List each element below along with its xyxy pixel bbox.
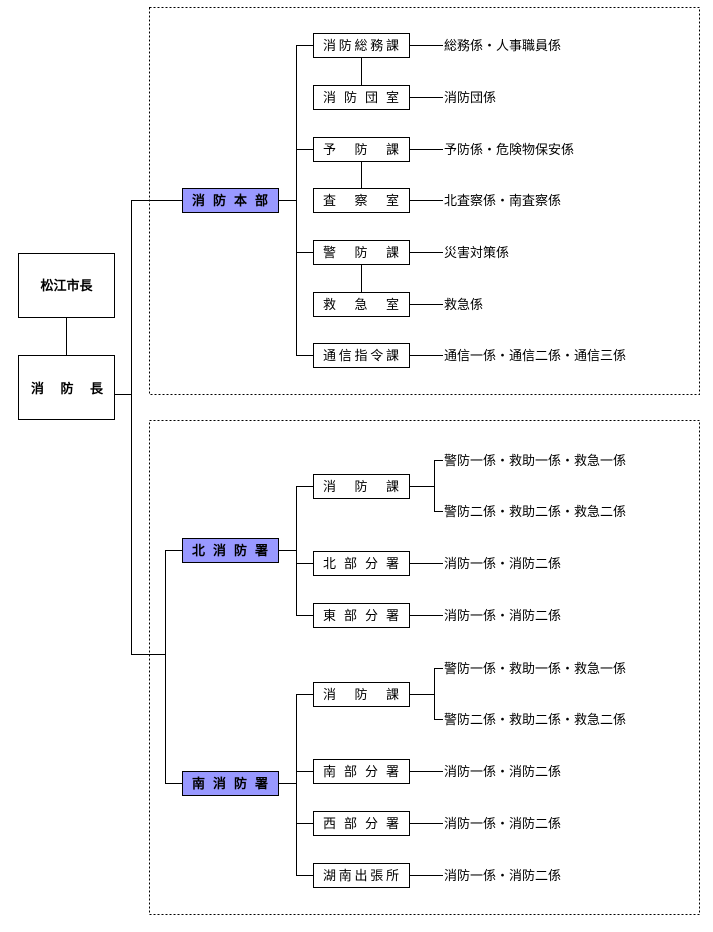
south-unit-shoubou: 消防課 <box>313 682 410 707</box>
section-label: 救急係 <box>444 297 483 313</box>
section-label: 警防一係・救助一係・救急一係 <box>444 661 626 677</box>
hq-sections: 総務係・人事職員係 消防団係 予防係・危険物保安係 北査察係・南査察係 災害対策… <box>444 39 626 364</box>
headquarters-box: 消防本部 <box>182 188 279 213</box>
south-unit-nanbu: 南部分署 <box>313 759 410 784</box>
section-label: 予防係・危険物保安係 <box>444 142 574 158</box>
unit-label: 湖南出張所 <box>323 868 399 884</box>
section-label: 消防一係・消防二係 <box>444 764 561 780</box>
south-unit-seibu: 西部分署 <box>313 811 410 836</box>
unit-label: 消防総務課 <box>323 38 399 54</box>
unit-kyuukyuu: 救急室 <box>313 292 410 317</box>
north-unit-toubu: 東部分署 <box>313 603 410 628</box>
unit-label: 消防課 <box>323 479 399 495</box>
unit-keibou: 警防課 <box>313 240 410 265</box>
unit-shouboudan: 消防団室 <box>313 85 410 110</box>
unit-label: 警防課 <box>323 245 399 261</box>
unit-label: 松江市長 <box>40 278 93 294</box>
section-label: 災害対策係 <box>444 245 509 261</box>
section-label: 消防一係・消防二係 <box>444 556 561 572</box>
unit-soumu: 消防総務課 <box>313 33 410 58</box>
unit-sasatsu: 査察室 <box>313 188 410 213</box>
south-unit-konan: 湖南出張所 <box>313 863 410 888</box>
unit-label: 査察室 <box>323 193 399 209</box>
mayor-box: 松江市長 <box>18 253 115 318</box>
section-label: 消防一係・消防二係 <box>444 816 561 832</box>
north-sections: 警防一係・救助一係・救急一係 警防二係・救助二係・救急二係 消防一係・消防二係 … <box>444 453 626 624</box>
section-label: 警防二係・救助二係・救急二係 <box>444 504 626 520</box>
unit-tsuushin: 通信指令課 <box>313 343 410 368</box>
connector-lines <box>66 45 443 876</box>
unit-label: 救急室 <box>323 297 399 313</box>
fire-chief-box: 消防長 <box>18 355 115 420</box>
unit-label: 消防長 <box>31 381 104 397</box>
south-station-box: 南消防署 <box>182 771 279 796</box>
section-label: 消防一係・消防二係 <box>444 608 561 624</box>
section-label: 北査察係・南査察係 <box>444 193 561 209</box>
north-unit-hokubu: 北部分署 <box>313 551 410 576</box>
section-label: 通信一係・通信二係・通信三係 <box>444 349 626 364</box>
section-label: 総務係・人事職員係 <box>444 39 561 54</box>
section-label: 警防一係・救助一係・救急一係 <box>444 453 626 469</box>
stations-group-frame <box>149 420 700 915</box>
north-unit-shoubou: 消防課 <box>313 474 410 499</box>
north-station-box: 北消防署 <box>182 538 279 563</box>
section-label: 消防一係・消防二係 <box>444 868 561 884</box>
south-sections: 警防一係・救助一係・救急一係 警防二係・救助二係・救急二係 消防一係・消防二係 … <box>444 661 626 884</box>
unit-label: 通信指令課 <box>323 348 399 364</box>
unit-label: 消防課 <box>323 687 399 703</box>
unit-yobou: 予防課 <box>313 137 410 162</box>
unit-label: 予防課 <box>323 142 399 158</box>
section-label: 警防二係・救助二係・救急二係 <box>444 712 626 728</box>
section-label: 消防団係 <box>444 90 496 106</box>
